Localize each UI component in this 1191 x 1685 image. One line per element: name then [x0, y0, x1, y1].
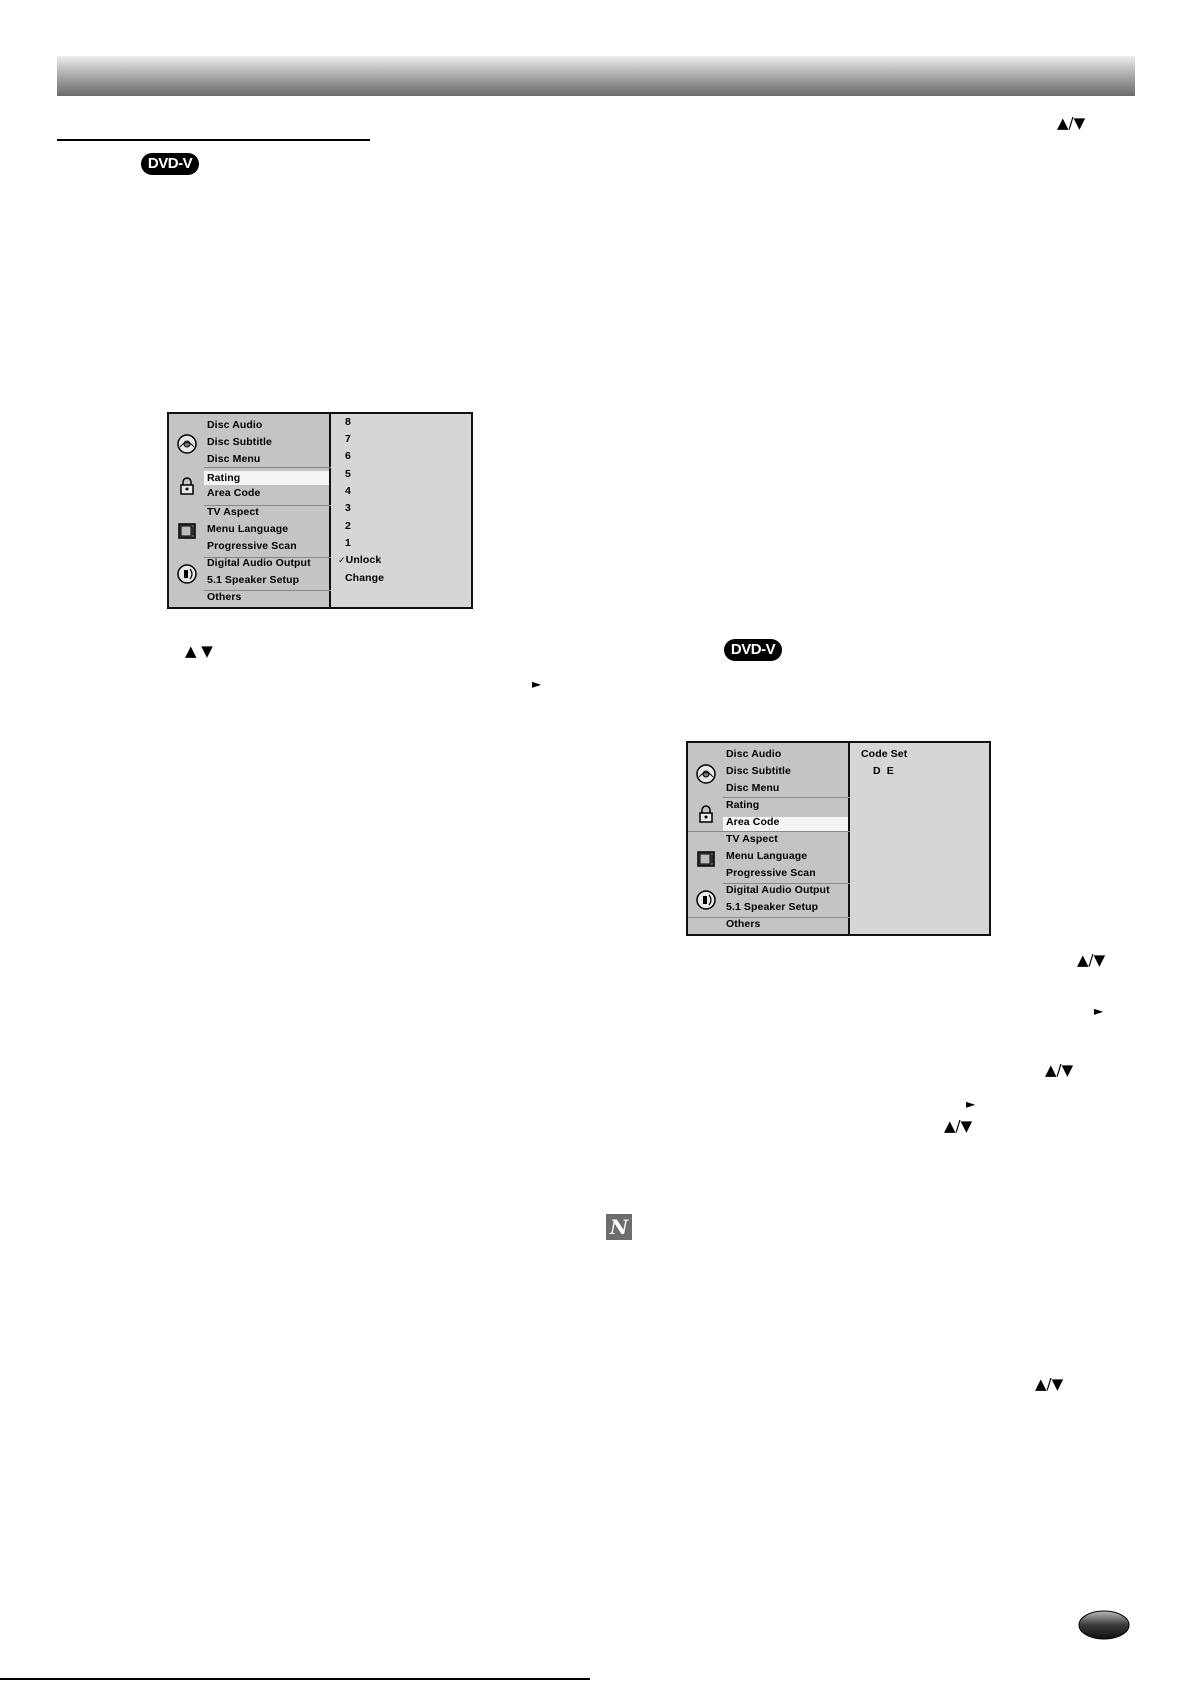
- menu-separator: [723, 797, 850, 798]
- right-arrow-icon: ►: [532, 677, 542, 691]
- up-down-arrow-icon: ▲ ▼: [185, 642, 213, 660]
- menu-item-progressive-scan: Progressive Scan: [207, 540, 297, 552]
- header-bar: [57, 56, 1135, 96]
- rating-menu-screen: Disc Audio Disc Subtitle Disc Menu Ratin…: [167, 412, 473, 609]
- menu-item-rating: Rating: [726, 799, 760, 811]
- menu-separator: [204, 467, 331, 468]
- rating-change-option: Change: [345, 572, 385, 584]
- menu-item-area-code: Area Code: [207, 487, 261, 499]
- disc-icon: [696, 764, 716, 784]
- code-set-label: Code Set: [861, 748, 908, 760]
- rating-option: 5: [345, 468, 351, 480]
- menu-highlight: [204, 471, 331, 485]
- menu-item-tv-aspect: TV Aspect: [726, 833, 778, 845]
- menu-item-tv-aspect: TV Aspect: [207, 506, 259, 518]
- rating-unlock-option: ✓Unlock: [338, 554, 382, 566]
- dvd-v-badge: DVD-V: [724, 639, 782, 661]
- note-icon: N: [606, 1214, 632, 1240]
- menu-item-digital-audio-output: Digital Audio Output: [726, 884, 830, 896]
- tv-icon: [697, 851, 715, 867]
- page-number-badge-icon: [1078, 1610, 1130, 1640]
- menu-highlight: [723, 817, 850, 831]
- menu-item-menu-language: Menu Language: [207, 523, 289, 535]
- rating-option: 6: [345, 450, 351, 462]
- menu-item-disc-subtitle: Disc Subtitle: [726, 765, 791, 777]
- menu-separator: [204, 590, 331, 591]
- up-down-arrow-icon: ▲/▼: [1057, 114, 1086, 132]
- menu-item-speaker-setup: 5.1 Speaker Setup: [207, 574, 300, 586]
- menu-item-disc-audio: Disc Audio: [726, 748, 782, 760]
- menu-separator: [723, 883, 850, 884]
- menu-separator: [688, 831, 850, 832]
- menu-item-digital-audio-output: Digital Audio Output: [207, 557, 311, 569]
- disc-icon: [177, 434, 197, 454]
- right-arrow-icon: ►: [1094, 1004, 1104, 1018]
- menu-item-area-code: Area Code: [726, 816, 780, 828]
- section-rule: [57, 139, 370, 141]
- menu-item-speaker-setup: 5.1 Speaker Setup: [726, 901, 819, 913]
- menu-item-others: Others: [207, 591, 242, 603]
- check-icon: ✓: [338, 555, 346, 565]
- rating-option: 3: [345, 502, 351, 514]
- speaker-icon: [696, 890, 716, 910]
- menu-right-panel: [329, 414, 471, 607]
- menu-item-disc-menu: Disc Menu: [207, 453, 261, 465]
- code-set-value: D E: [873, 765, 894, 777]
- up-down-arrow-icon: ▲/▼: [944, 1117, 973, 1135]
- menu-separator: [204, 505, 331, 506]
- lock-icon: [180, 477, 194, 495]
- dvd-v-badge: DVD-V: [141, 153, 199, 175]
- up-down-arrow-icon: ▲/▼: [1045, 1061, 1074, 1079]
- menu-item-rating: Rating: [207, 472, 241, 484]
- rating-option: 2: [345, 520, 351, 532]
- speaker-icon: [177, 564, 197, 584]
- rating-option: 7: [345, 433, 351, 445]
- menu-item-progressive-scan: Progressive Scan: [726, 867, 816, 879]
- footer-rule: [0, 1678, 590, 1680]
- rating-option: 8: [345, 416, 351, 428]
- up-down-arrow-icon: ▲/▼: [1077, 951, 1106, 969]
- menu-right-panel: [848, 743, 989, 934]
- rating-option: 4: [345, 485, 351, 497]
- menu-item-disc-menu: Disc Menu: [726, 782, 780, 794]
- area-code-menu-screen: Disc Audio Disc Subtitle Disc Menu Ratin…: [686, 741, 991, 936]
- lock-icon: [699, 805, 713, 823]
- menu-separator: [204, 557, 331, 558]
- menu-separator: [688, 917, 850, 918]
- menu-item-disc-audio: Disc Audio: [207, 419, 263, 431]
- menu-item-others: Others: [726, 918, 761, 930]
- rating-option: 1: [345, 537, 351, 549]
- menu-item-menu-language: Menu Language: [726, 850, 808, 862]
- menu-item-disc-subtitle: Disc Subtitle: [207, 436, 272, 448]
- up-down-arrow-icon: ▲/▼: [1035, 1375, 1064, 1393]
- tv-icon: [178, 523, 196, 539]
- right-arrow-icon: ►: [966, 1097, 976, 1111]
